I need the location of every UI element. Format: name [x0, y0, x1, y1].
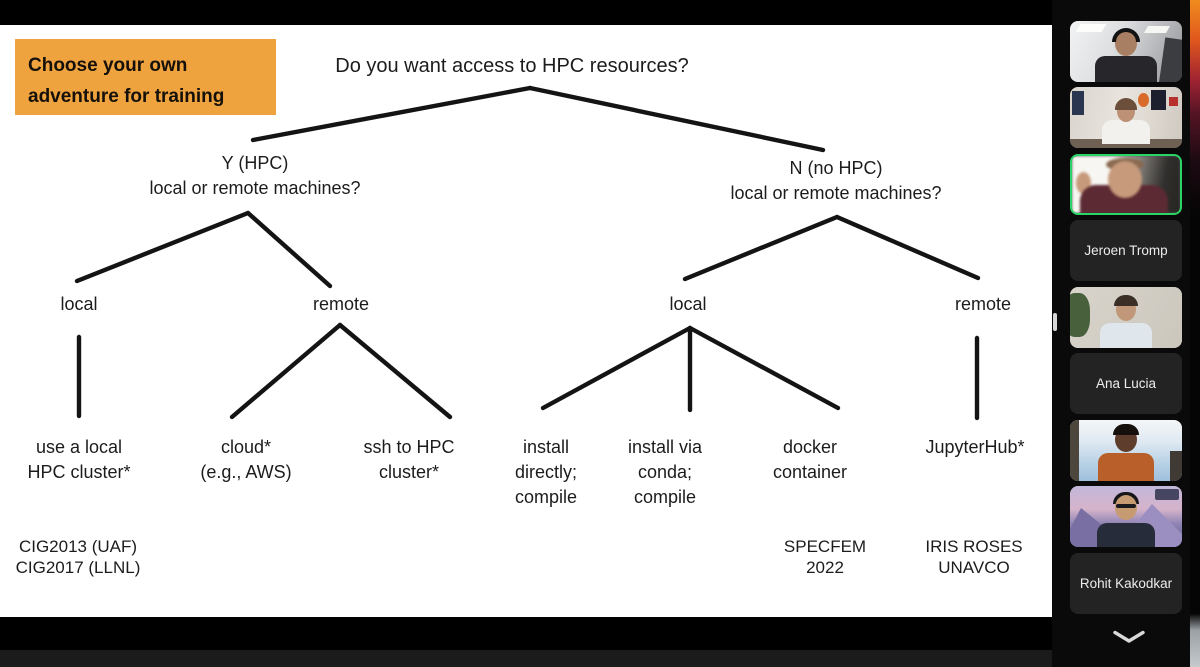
node-yes-hpc: Y (HPC) local or remote machines?	[149, 151, 360, 201]
leaf-ssh-hpc: ssh to HPC cluster*	[363, 435, 454, 485]
participant-name-tile-jeroen-tromp[interactable]: Jeroen Tromp	[1070, 220, 1182, 281]
annotation-line: 2022	[806, 558, 844, 577]
leaf-cloud: cloud* (e.g., AWS)	[200, 435, 291, 485]
leaf-line: install via	[627, 437, 703, 457]
participant-video-6[interactable]	[1070, 486, 1182, 547]
annotation-line: CIG2013 (UAF)	[18, 537, 138, 556]
chevron-down-icon	[1113, 630, 1145, 643]
annotation-line: IRIS ROSES	[925, 537, 1023, 556]
letterbox-bottom	[0, 617, 1052, 650]
participants-sidebar: Jeroen Tromp Ana Lucia Rohit Kakodkar	[1052, 0, 1190, 667]
node-no-line-1: N (no HPC)	[789, 158, 883, 178]
participant-name-label: Jeroen Tromp	[1084, 243, 1168, 258]
leaf-line: compile	[514, 487, 578, 507]
participant-name-label: Rohit Kakodkar	[1079, 576, 1173, 591]
participant-video-4[interactable]	[1070, 287, 1182, 348]
node-no-hpc: N (no HPC) local or remote machines?	[730, 156, 941, 206]
node-yes-line-2: local or remote machines?	[149, 178, 361, 198]
participant-video-4-feed	[1070, 287, 1182, 348]
leaf-line: install	[522, 437, 570, 457]
participant-video-6-feed	[1070, 486, 1182, 547]
annotation-line: UNAVCO	[938, 558, 1010, 577]
badge-line-2: adventure for training	[28, 86, 225, 107]
participant-name-label: Ana Lucia	[1095, 376, 1157, 391]
leaf-line: cloud*	[220, 437, 272, 457]
participant-video-5[interactable]	[1070, 420, 1182, 481]
branch-yes-local: local	[60, 294, 98, 314]
decision-tree-branches	[74, 85, 981, 421]
branch-yes-remote: remote	[312, 294, 370, 314]
participant-video-2[interactable]	[1070, 87, 1182, 148]
leaf-line: ssh to HPC	[363, 437, 455, 457]
leaf-jupyterhub: JupyterHub*	[925, 435, 1024, 460]
leaf-line: (e.g., AWS)	[200, 462, 292, 482]
annotation-line: SPECFEM	[783, 537, 867, 556]
leaf-line: use a local	[35, 437, 123, 457]
badge-line-1: Choose your own	[28, 55, 188, 76]
slide-badge: Choose your own adventure for training	[15, 39, 276, 115]
collapse-gallery-button[interactable]	[1110, 628, 1148, 648]
annotation-specfem: SPECFEM 2022	[784, 536, 866, 578]
leaf-install-directly: install directly; compile	[515, 435, 577, 510]
letterbox-top	[0, 0, 1052, 25]
participant-video-5-feed	[1070, 420, 1182, 481]
node-yes-line-1: Y (HPC)	[221, 153, 289, 173]
annotation-line: CIG2017 (LLNL)	[15, 558, 141, 577]
leaf-line: conda;	[637, 462, 693, 482]
branch-no-remote: remote	[954, 294, 1012, 314]
branch-no-local: local	[669, 294, 707, 314]
node-no-line-2: local or remote machines?	[730, 183, 942, 203]
leaf-line: docker	[782, 437, 838, 457]
sidebar-scrollbar-thumb[interactable]	[1053, 313, 1057, 331]
participant-name-tile-rohit-kakodkar[interactable]: Rohit Kakodkar	[1070, 553, 1182, 614]
shared-screen-slide: Choose your own adventure for training D…	[0, 25, 1052, 617]
tree-root-question: Do you want access to HPC resources?	[335, 55, 689, 77]
desktop-wallpaper-edge	[1190, 0, 1200, 667]
annotation-cig: CIG2013 (UAF) CIG2017 (LLNL)	[16, 536, 141, 578]
leaf-line: cluster*	[378, 462, 440, 482]
leaf-line: HPC cluster*	[27, 462, 131, 482]
leaf-line: directly;	[514, 462, 577, 482]
leaf-docker: docker container	[773, 435, 847, 485]
participant-name-tile-ana-lucia[interactable]: Ana Lucia	[1070, 353, 1182, 414]
participant-video-active-speaker[interactable]	[1070, 154, 1182, 215]
leaf-line: compile	[633, 487, 697, 507]
desktop-strip-bottom	[0, 650, 1190, 667]
participant-video-1[interactable]	[1070, 21, 1182, 82]
participant-video-2-feed	[1070, 87, 1182, 148]
participant-video-1-feed	[1070, 21, 1182, 82]
leaf-local-hpc-cluster: use a local HPC cluster*	[27, 435, 130, 485]
leaf-install-conda: install via conda; compile	[628, 435, 702, 510]
leaf-line: JupyterHub*	[925, 437, 1025, 457]
participant-video-3-feed	[1072, 156, 1180, 213]
leaf-line: container	[772, 462, 848, 482]
annotation-iris: IRIS ROSES UNAVCO	[925, 536, 1022, 578]
